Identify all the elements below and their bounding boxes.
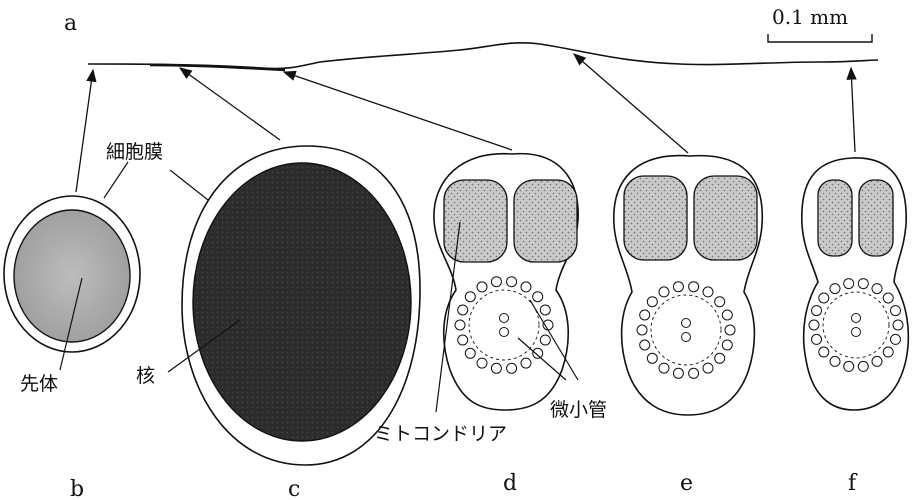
microtubule-doublet (703, 287, 713, 297)
mitochondria-e-right (694, 176, 757, 260)
microtubule-doublet (819, 347, 829, 357)
central-microtubule (682, 319, 691, 328)
microtubule-doublet (521, 358, 531, 368)
microtubule-doublet (659, 363, 669, 373)
microtubule-doublet (689, 282, 699, 292)
mitochondria-d-left (444, 180, 507, 262)
arrow-f (851, 68, 855, 152)
microtubule-doublet (725, 325, 735, 335)
microtubule-doublet (722, 340, 732, 350)
microtubule-doublet (891, 306, 901, 316)
microtubule-doublet (809, 320, 819, 330)
panel-label-b: b (70, 477, 84, 500)
microtubule-doublet (465, 292, 475, 302)
central-microtubule (500, 328, 509, 337)
microtubule-doublet (858, 279, 868, 289)
mitochondria-f-right (859, 180, 893, 256)
microtubule-doublet (458, 305, 468, 315)
arrow-c (180, 68, 280, 140)
microtubule-doublet (673, 368, 683, 378)
microtubule-doublet (819, 293, 829, 303)
arrow-d (284, 72, 512, 150)
microtubule-doublet (893, 320, 903, 330)
panel-label-e: e (680, 471, 693, 496)
microtubule-doublet (883, 293, 893, 303)
microtubule-doublet (830, 356, 840, 366)
label-cell-membrane: 細胞膜 (106, 141, 163, 163)
panel-label-a: a (64, 11, 77, 36)
microtubule-doublet (715, 353, 725, 363)
microtubule-doublet (689, 368, 699, 378)
microtubule-doublet (872, 356, 882, 366)
central-microtubule (852, 328, 861, 337)
scale-bar (768, 34, 872, 42)
microtubule-doublet (891, 334, 901, 344)
sperm-outline (88, 43, 878, 69)
mitochondria-f-left (818, 180, 852, 256)
microtubule-doublet (540, 305, 550, 315)
label-acrosome: 先体 (20, 373, 58, 395)
microtubule-doublet (673, 282, 683, 292)
microtubule-doublet (640, 310, 650, 320)
microtubule-doublet (458, 335, 468, 345)
microtubule-doublet (637, 325, 647, 335)
scale-bar-label: 0.1 mm (772, 5, 848, 29)
central-microtubule (852, 314, 861, 323)
microtubule-doublet (872, 284, 882, 294)
label-microtubule: 微小管 (550, 399, 607, 421)
nucleus-c (193, 163, 411, 441)
cross-section-f (802, 158, 909, 410)
panel-label-f: f (848, 471, 858, 496)
microtubule-doublet (858, 361, 868, 371)
panel-label-c: c (288, 477, 300, 500)
central-microtubule (500, 314, 509, 323)
microtubule-doublet (477, 282, 487, 292)
microtubule-doublet (507, 363, 517, 373)
cross-section-c (182, 146, 420, 465)
microtubule-doublet (540, 335, 550, 345)
microtubule-doublet (703, 363, 713, 373)
microtubule-doublet (647, 297, 657, 307)
microtubule-doublet (830, 284, 840, 294)
leader-cell-membrane-b (104, 162, 128, 198)
microtubule-doublet (883, 347, 893, 357)
microtubule-doublet (465, 348, 475, 358)
microtubule-doublet (533, 292, 543, 302)
cross-section-b (4, 196, 140, 352)
microtubule-doublet (521, 282, 531, 292)
microtubule-doublet (715, 297, 725, 307)
microtubule-doublet (659, 287, 669, 297)
microtubule-doublet (477, 358, 487, 368)
microtubule-doublet (640, 340, 650, 350)
arrow-e (574, 54, 688, 153)
microtubule-doublet (812, 306, 822, 316)
label-mitochondria: ミトコンドリア (374, 423, 507, 445)
leader-cell-membrane-c (170, 170, 208, 200)
microtubule-doublet (533, 348, 543, 358)
cross-section-e (614, 156, 763, 415)
microtubule-doublet (722, 310, 732, 320)
microtubule-doublet (491, 363, 501, 373)
mitochondria-e-left (624, 176, 687, 260)
microtubule-doublet (455, 320, 465, 330)
panel-label-d: d (503, 471, 517, 496)
microtubule-doublet (491, 277, 501, 287)
mitochondria-d-right (514, 180, 577, 262)
microtubule-doublet (647, 353, 657, 363)
microtubule-doublet (844, 279, 854, 289)
label-nucleus: 核 (136, 365, 155, 387)
microtubule-doublet (812, 334, 822, 344)
microtubule-doublet (844, 361, 854, 371)
microtubule-doublet (507, 277, 517, 287)
arrow-b (76, 70, 93, 192)
central-microtubule (682, 333, 691, 342)
